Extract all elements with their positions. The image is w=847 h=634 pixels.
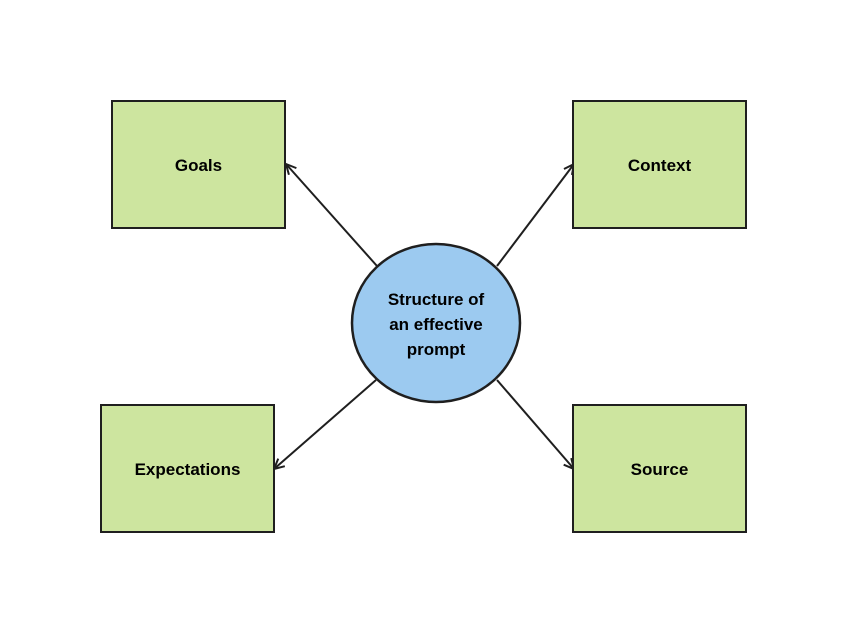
context-label: Context (628, 156, 692, 175)
expectations-box (100, 404, 275, 533)
source-label: Source (631, 460, 689, 479)
source-node: Source (572, 404, 747, 533)
center-label-line-3: prompt (407, 340, 466, 359)
arrow-to-expectations (274, 379, 377, 469)
expectations-label: Expectations (135, 460, 241, 479)
arrow-to-source (496, 379, 574, 469)
context-node: Context (572, 100, 747, 229)
center-label-line-1: Structure of (388, 290, 485, 309)
goals-label: Goals (175, 156, 222, 175)
goals-box (111, 100, 286, 229)
arrow-to-goals (286, 164, 378, 267)
context-box (572, 100, 747, 229)
expectations-node: Expectations (100, 404, 275, 533)
source-box (572, 404, 747, 533)
center-circle (350, 242, 522, 404)
arrow-to-context (496, 164, 574, 267)
center-node: Structure of an effective prompt (350, 242, 522, 404)
goals-node: Goals (111, 100, 286, 229)
center-label-line-2: an effective (389, 315, 483, 334)
